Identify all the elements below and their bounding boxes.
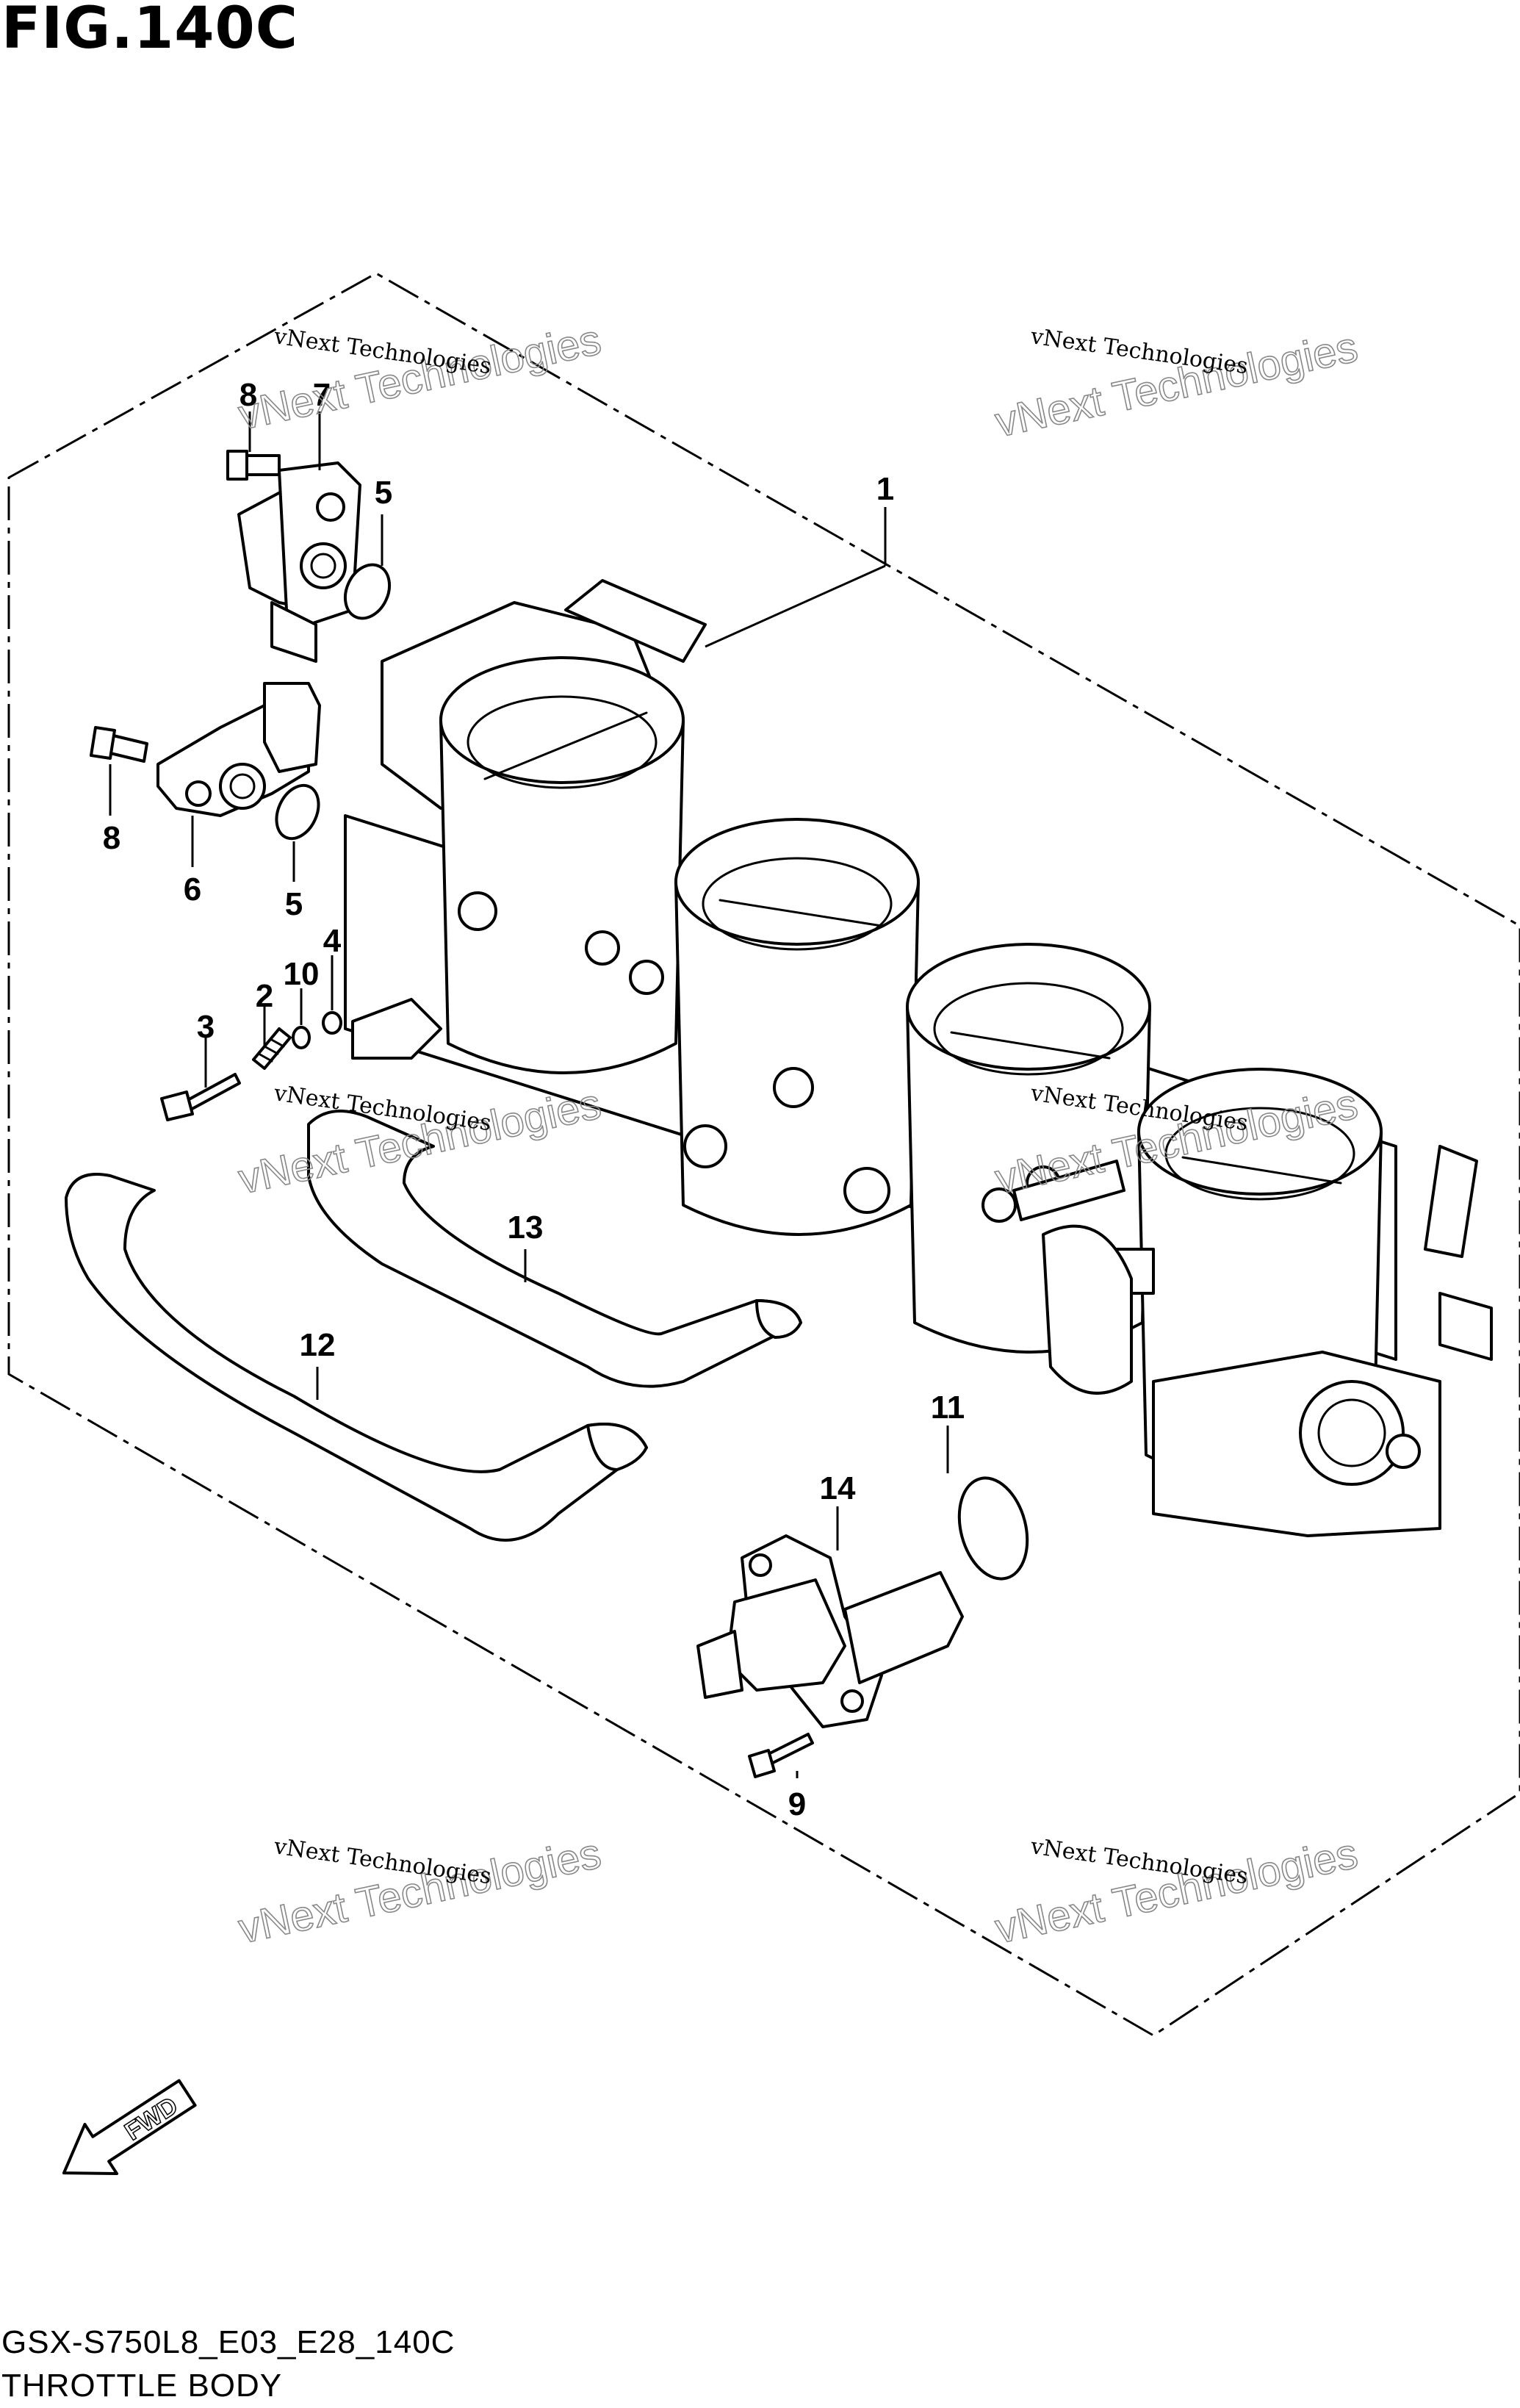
callout-10: 10 <box>284 956 320 992</box>
washer-10[interactable] <box>292 1026 311 1049</box>
throttle-body[interactable] <box>344 579 1493 1537</box>
throttle-position-sensor[interactable] <box>237 461 361 663</box>
callout-14: 14 <box>820 1470 856 1506</box>
fwd-arrow-icon: FWD <box>62 2079 197 2176</box>
callout-5-lower: 5 <box>285 886 303 922</box>
intake-bore-2 <box>674 818 920 1236</box>
callout-7: 7 <box>313 377 331 413</box>
adjust-screw-3[interactable] <box>160 1073 241 1121</box>
callout-5-upper: 5 <box>375 475 392 511</box>
callout-13: 13 <box>508 1210 544 1246</box>
callout-11: 11 <box>931 1390 965 1426</box>
hose-12[interactable] <box>65 1173 648 1542</box>
figure-subtitle: THROTTLE BODY <box>1 2368 283 2404</box>
assembly-outline <box>7 272 1520 2037</box>
o-ring-5-lower[interactable] <box>268 779 326 846</box>
callout-9: 9 <box>788 1786 806 1822</box>
figure-title: FIG.140C <box>1 0 299 62</box>
screw-8-lower[interactable] <box>90 726 148 763</box>
callout-3: 3 <box>197 1009 215 1045</box>
callout-8-lower: 8 <box>103 820 120 856</box>
callout-12: 12 <box>300 1327 336 1363</box>
watermark-top-left: vNext Technologies vNext Technologies <box>234 315 605 440</box>
sensor-6[interactable] <box>156 682 321 817</box>
watermark-bottom-left: vNext Technologies vNext Technologies <box>234 1829 605 1954</box>
watermark-mid-left: vNext Technologies vNext Technologies <box>234 1079 605 1204</box>
isc-valve-14[interactable] <box>696 1534 964 1728</box>
spring-2[interactable] <box>252 1027 292 1070</box>
screw-9[interactable] <box>748 1733 814 1778</box>
o-ring-4[interactable] <box>322 1011 342 1035</box>
callout-6: 6 <box>184 871 201 908</box>
callout-2: 2 <box>256 978 273 1014</box>
hose-13[interactable] <box>307 1110 802 1388</box>
intake-bore-1 <box>439 656 685 1074</box>
watermark-top-right: vNext Technologies vNext Technologies <box>990 323 1362 448</box>
callout-8-upper: 8 <box>239 377 257 413</box>
o-ring-11[interactable] <box>948 1470 1037 1586</box>
leader-lines <box>109 411 949 1778</box>
screw-8-upper[interactable] <box>226 450 281 481</box>
model-code: GSX-S750L8_E03_E28_140C <box>1 2324 455 2360</box>
callout-4: 4 <box>323 923 342 959</box>
callout-1: 1 <box>876 471 894 507</box>
o-ring-5-upper[interactable] <box>337 558 398 626</box>
